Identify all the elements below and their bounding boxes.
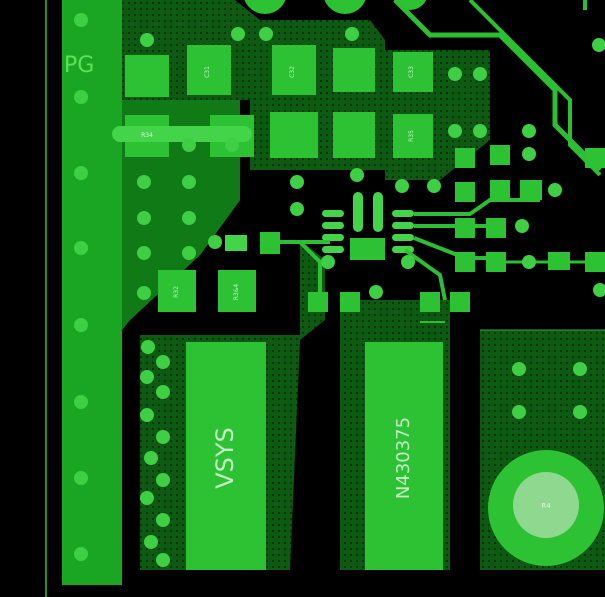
strip-r34[interactable]: [112, 126, 252, 142]
pad-right-1[interactable]: [455, 148, 475, 168]
fab-label-r3-4: R3&4: [233, 284, 240, 301]
pad-bottom-2[interactable]: [340, 292, 360, 312]
pad-left-small-2[interactable]: [260, 232, 280, 254]
pad-right-10[interactable]: [548, 252, 570, 270]
ic-thermal-pad[interactable]: [350, 238, 385, 260]
pad-right-6[interactable]: [455, 218, 475, 238]
pad-right-9[interactable]: [486, 252, 506, 272]
net-label-n430375: N430375: [393, 417, 414, 499]
pad-right-8[interactable]: [455, 252, 475, 272]
pad-c32-2[interactable]: [333, 48, 375, 92]
trace-ic-right-3: [413, 236, 495, 260]
pad-right-7[interactable]: [486, 218, 506, 238]
trace-ic-right-1: [414, 198, 540, 216]
pad-r35-3[interactable]: [393, 114, 433, 158]
pad-right-3[interactable]: [455, 182, 475, 202]
top-pad-1[interactable]: [243, 0, 287, 14]
pad-c31-1[interactable]: [125, 55, 169, 97]
trace-top-right-2: [468, 0, 602, 177]
pad-left-small[interactable]: [225, 235, 247, 251]
pad-bottom-1[interactable]: [308, 292, 328, 312]
pad-c31-2[interactable]: [187, 45, 231, 95]
net-label-vsys: VSYS: [211, 427, 239, 489]
fab-label-r32: R32: [173, 286, 180, 298]
ic-right-pins[interactable]: [392, 210, 414, 253]
fab-label-c32: C32: [289, 66, 296, 78]
vsys-pad[interactable]: [186, 342, 266, 570]
pad-right-12[interactable]: [585, 148, 605, 168]
trace-ic-right-down: [403, 248, 447, 301]
n430375-pad[interactable]: [365, 342, 443, 570]
pg-copper-inner: [122, 100, 240, 330]
pad-c33-1[interactable]: [393, 52, 433, 92]
fab-label-r34: R34: [141, 132, 153, 139]
pad-r35-2[interactable]: [333, 112, 375, 158]
pad-c32-1[interactable]: [272, 45, 316, 95]
pad-right-11[interactable]: [585, 252, 605, 272]
ic-left-pins[interactable]: [322, 210, 344, 253]
fab-label-c33: C33: [408, 66, 415, 78]
ic-pad-v1[interactable]: [353, 192, 363, 232]
large-round-pad-hole: [513, 472, 579, 538]
ic-pad-v2[interactable]: [373, 192, 383, 232]
pad-r32-1[interactable]: [158, 270, 196, 312]
pad-r32-2[interactable]: [218, 270, 256, 312]
fab-label-r4: R4: [541, 502, 551, 510]
trace-ic-left-down: [298, 240, 322, 300]
pad-right-4[interactable]: [490, 180, 510, 200]
fab-label-c31: C31: [204, 66, 211, 78]
pad-right-5[interactable]: [520, 180, 542, 200]
top-pad-2[interactable]: [323, 0, 367, 14]
pad-bottom-4[interactable]: [450, 292, 470, 312]
pad-bottom-3[interactable]: [420, 292, 440, 312]
net-label-pg: PG: [64, 53, 94, 78]
fab-label-r35: R35: [408, 130, 415, 142]
via-array: [74, 13, 605, 567]
trace-top-right-1: [393, 0, 602, 172]
pad-right-2[interactable]: [490, 145, 510, 165]
pad-r35-1[interactable]: [270, 112, 318, 158]
